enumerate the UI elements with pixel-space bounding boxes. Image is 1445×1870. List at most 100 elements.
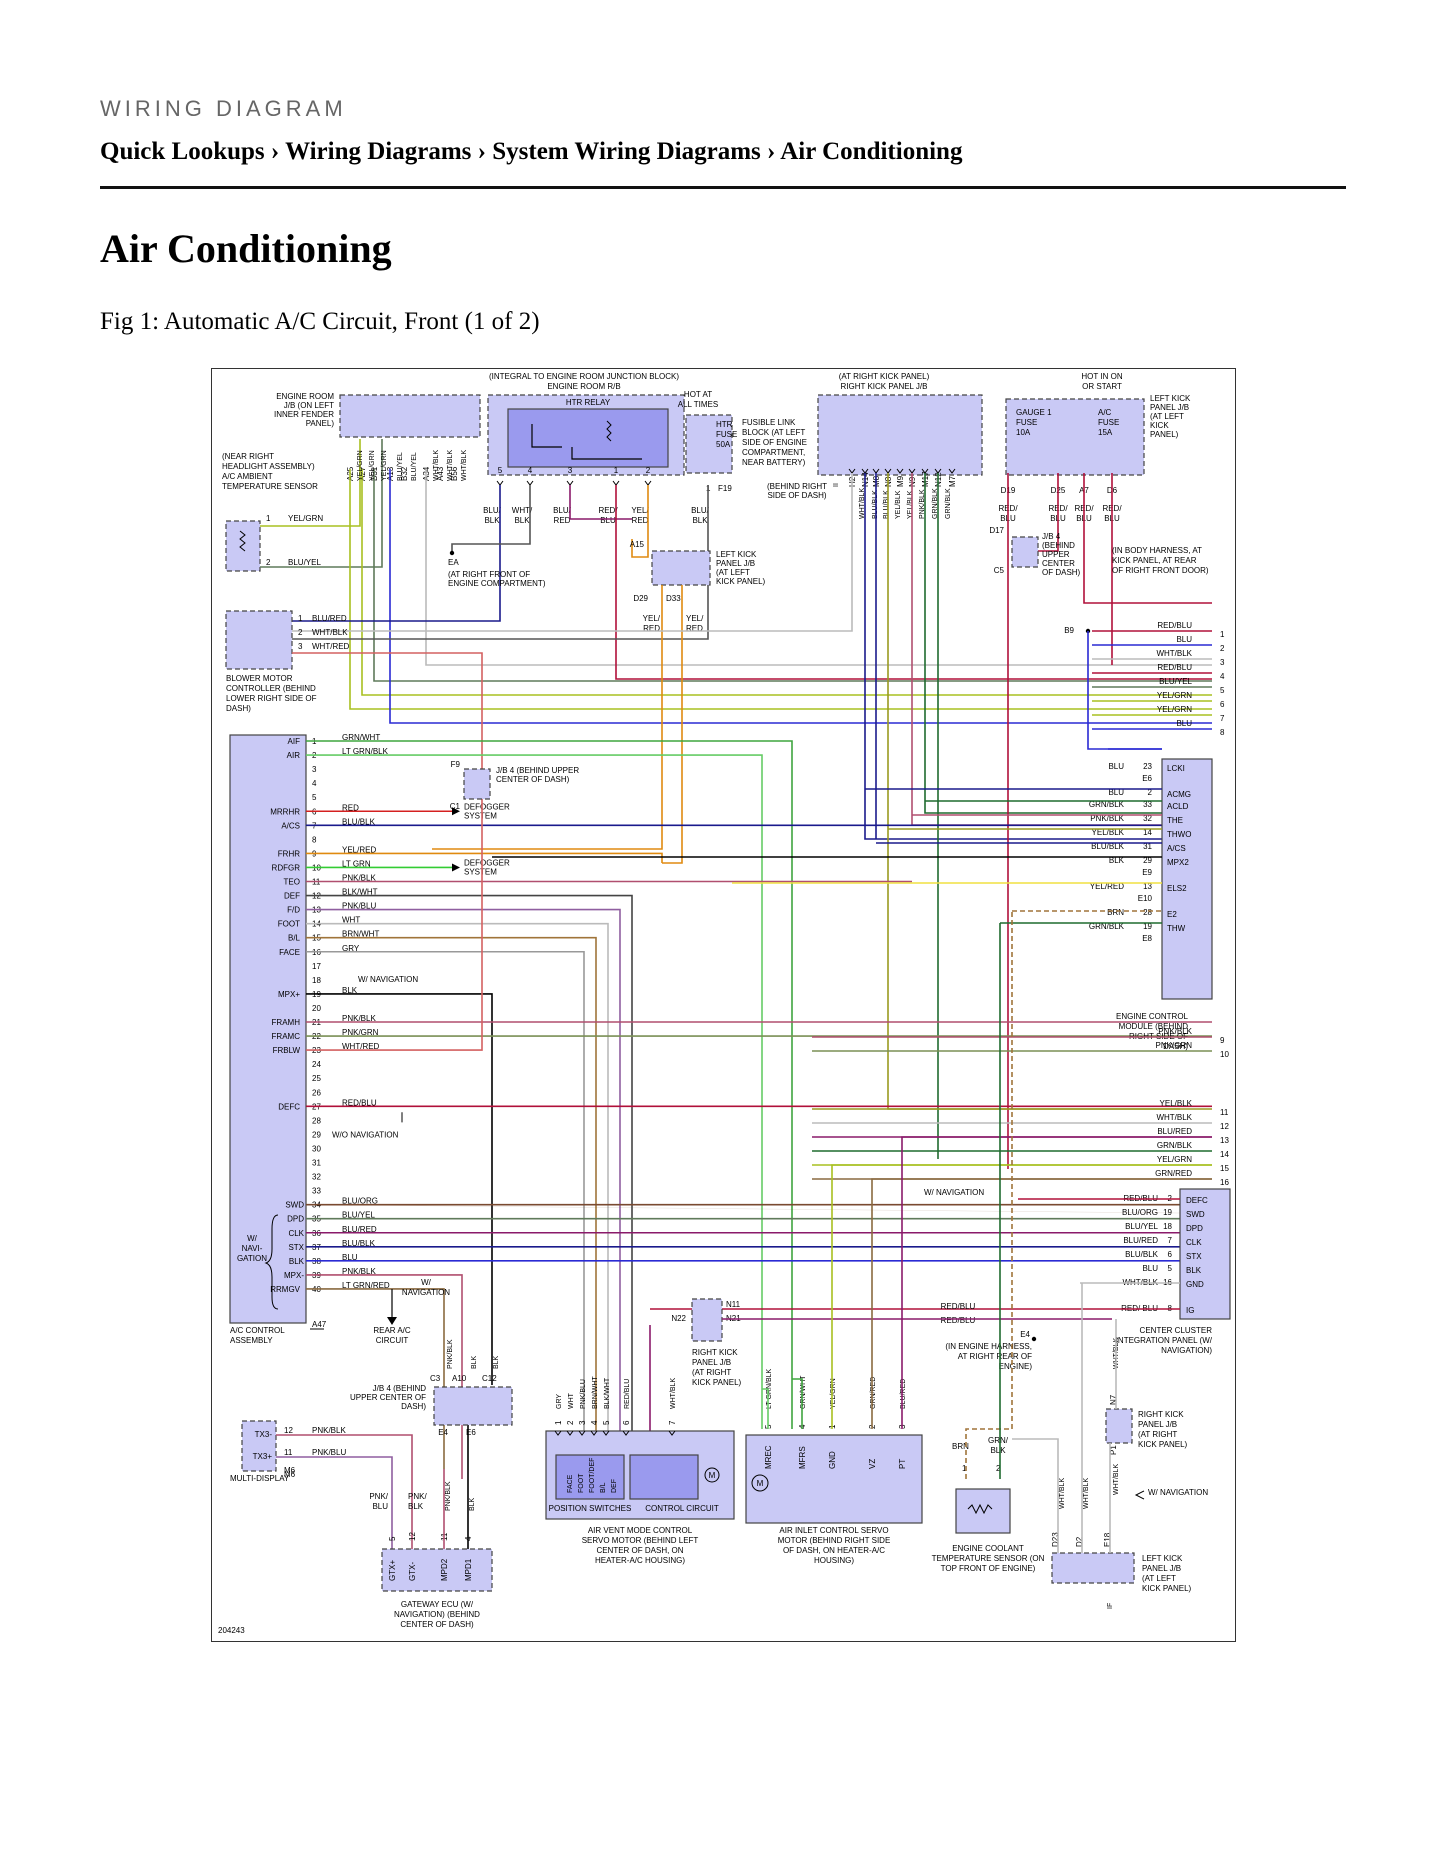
left-kick-mid-label: KICK PANEL) [716,577,766,586]
jb4-gateway-label: DASH) [401,1402,426,1411]
cluster-terminal-label: BLK [1186,1266,1202,1275]
ecm-terminal-label: LCKI [1167,764,1185,773]
ecm-terminal-label: THWO [1167,830,1191,839]
inlet-motor-glyph: M [757,1479,764,1488]
inlet-gnd [831,1164,1212,1429]
relay-pin-icon [496,480,504,486]
ac-pin-label: DEF [284,892,300,901]
relay-wire-label: BLK [514,516,530,525]
ecm-pin-label: 2 [1148,788,1153,797]
c3-label: C3 [430,1374,441,1383]
right-kick-lower-label: (AT RIGHT [1138,1430,1177,1439]
ac-pin-label: TEO [284,878,300,887]
ac-pin-number: 30 [312,1144,321,1153]
eng-room-pin-label: B32 [400,466,409,481]
ac-pin-label: AIR [287,751,301,760]
ecm-pin-label: 19 [1143,922,1152,931]
ambient-sensor-label: A/C AMBIENT [222,472,273,481]
mid-ref-number: 15 [1220,1164,1229,1173]
gateway-label: NAVIGATION) (BEHIND [394,1610,480,1619]
engine-control-module-box [1161,758,1213,1000]
inlet-mfrs [792,1378,803,1429]
gateway-wire-label: BLK [408,1502,424,1511]
mid-ref-label: BLU/RED [1157,1127,1192,1136]
sensor-wire-label: YEL/GRN [288,514,323,523]
ecm-label: MODULE (BEHIND [1119,1022,1189,1031]
vent-switch-label: FOOT/DEF [589,1458,596,1493]
ecm-wire-label: YEL/BLK [1092,828,1125,837]
body-harness-label: KICK PANEL, AT REAR [1112,556,1197,565]
red-blu-label: RED/BLU [941,1316,976,1325]
rkp-pin-icon [896,468,904,474]
breadcrumb-wiring-diagrams[interactable]: Wiring Diagrams [285,138,472,165]
ambient-sensor-label: TEMPERATURE SENSOR [222,482,318,491]
blu-to-ecm [1087,631,1162,750]
ac-wire-label: BLK/WHT [342,888,378,897]
gateway-pin-label: 12 [408,1532,417,1541]
cluster-pin-label: 19 [1163,1208,1172,1217]
cluster-wire-label: BLU/ORG [1122,1208,1158,1217]
cluster-pin-label: 18 [1163,1222,1172,1231]
blower-wht-red [292,652,483,789]
eng-room-wire-label: BLU/YEL [411,452,418,481]
ecm-wire-label: PNK/BLK [1090,814,1124,823]
ac-pin-label: STX [288,1243,304,1252]
m6-label: M6 [284,1466,296,1475]
ref-wire-label: BLU/YEL [1159,677,1192,686]
w-nav-label: W/ NAVIGATION [358,975,418,984]
rkp-wire-label: PNK/BLK [919,489,926,519]
jb4-pnk-blk-label: PNK/BLK [447,1339,454,1369]
eng-room-wire-label: BLU/YEL [397,452,404,481]
ac-pin-number: 24 [312,1060,321,1069]
engine-room-jb-label: ENGINE ROOM [276,392,334,401]
breadcrumb-quick-lookups[interactable]: Quick Lookups [100,138,265,165]
servo-motor-icon [704,1467,720,1483]
ac-pin-label: FRHR [278,849,300,858]
w-nav-lower-label: W/ NAVIGATION [1148,1488,1208,1497]
breadcrumb-air-conditioning[interactable]: Air Conditioning [780,138,963,165]
ecm-wire-label: BLU [1108,762,1124,771]
ac-pin-label: CLK [288,1229,304,1238]
ecm-wire-label: YEL/RED [1090,882,1124,891]
ecm-pin-label: 29 [1143,856,1152,865]
position-switches-label: POSITION SWITCHES [549,1504,632,1513]
ac-wire-label: LT GRN/BLK [342,747,389,756]
ref-wire-label: WHT/BLK [1156,649,1192,658]
yel-grn-ref-6 [361,469,1212,696]
vent-pin-label: 4 [590,1420,599,1425]
ref-number-label: 6 [1220,700,1225,709]
aif-wire [306,740,793,1429]
lk-red-blu-ref [1083,473,1212,604]
left-kick-lower-label: (AT LEFT [1142,1574,1176,1583]
right-kick-lower-label: KICK PANEL) [1138,1440,1188,1449]
ac-pin-label: MPX- [284,1271,304,1280]
lk-lower-wire-2: WHT/BLK [1083,1478,1090,1509]
inlet-mrec [762,1388,769,1429]
body-harness-label: (IN BODY HARNESS, AT [1112,546,1202,555]
mid-ref-label: YEL/GRN [1157,1155,1192,1164]
ecm-pin-label: 32 [1143,814,1152,823]
gauge-fuse-label: GAUGE 1 [1016,408,1052,417]
right-kick-lower-label: RIGHT KICK [1138,1410,1184,1419]
nav-group-label: GATION [237,1254,267,1263]
defogger-arrow-icon [452,807,460,816]
ac-wire-label: RED [342,803,359,812]
ac-control-assembly-box [229,734,307,1324]
left-kick-jb-mid-box [651,550,711,586]
mid-ref-label: WHT/BLK [1156,1113,1192,1122]
ac-pin-number: 3 [312,765,317,774]
breadcrumb-system-wiring-diagrams[interactable]: System Wiring Diagrams [492,138,761,165]
red-blu-ref-4 [615,485,1212,680]
ac-pin-number: 17 [312,962,321,971]
gateway-terminal-label: GTX+ [388,1560,397,1581]
ref-wire-label: YEL/GRN [1157,691,1192,700]
engine-room-jb-label: PANEL) [306,419,335,428]
ambient-sensor-label: (NEAR RIGHT [222,452,274,461]
cluster-terminal-label: STX [1186,1252,1202,1261]
inlet-servo-label: MOTOR (BEHIND RIGHT SIDE [778,1536,891,1545]
left-kick-mid-label: PANEL J/B [716,559,755,568]
d33-label: D33 [666,594,681,603]
ac-control-label: ASSEMBLY [230,1336,273,1345]
d29-label: D29 [633,594,648,603]
ac-pin-number: 4 [312,779,317,788]
